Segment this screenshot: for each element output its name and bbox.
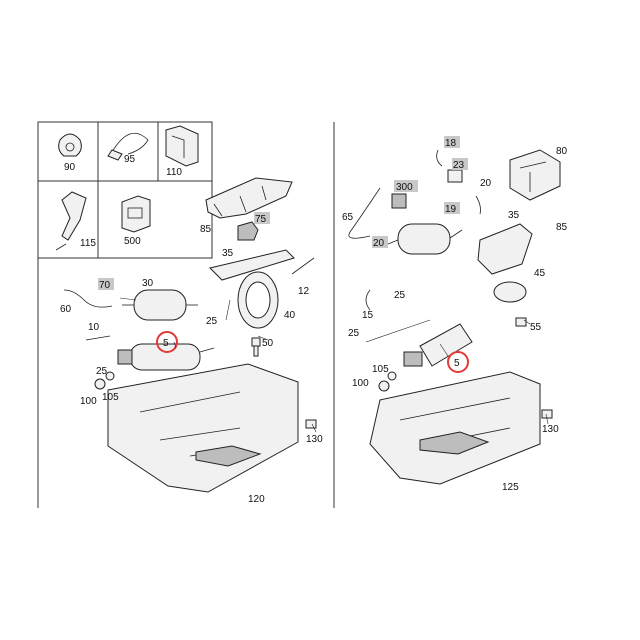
right-fuel-tray — [369, 371, 541, 485]
right-fuel-filter — [387, 223, 463, 255]
left-callout-ring — [156, 331, 178, 353]
right-label-15: 15 — [362, 310, 374, 321]
left-label-130: 130 — [306, 434, 323, 445]
right-label-23: 23 — [453, 160, 465, 171]
right-bracket-80 — [509, 149, 561, 201]
right-label-300: 300 — [396, 182, 413, 193]
left-label-25-a: 25 — [206, 316, 218, 327]
left-label-70: 70 — [99, 280, 111, 291]
left-bolt-50 — [251, 337, 261, 357]
left-label-5: 5 — [163, 338, 169, 349]
right-callout-ring — [447, 351, 469, 373]
left-label-25-b: 25 — [96, 366, 108, 377]
left-hose-12 — [291, 257, 315, 275]
right-bolt-55 — [515, 317, 527, 327]
legend-label-110: 110 — [166, 167, 182, 178]
legend-box: 90 95 110 115 500 — [37, 121, 213, 259]
left-fuel-tray — [107, 363, 299, 493]
right-nut-100 — [378, 380, 390, 392]
left-label-100: 100 — [80, 396, 97, 407]
right-label-55: 55 — [530, 322, 542, 333]
right-label-18: 18 — [445, 138, 457, 149]
right-label-130: 130 — [542, 424, 559, 435]
right-nut-105 — [387, 371, 397, 381]
right-hose-65 — [348, 187, 381, 239]
right-clamp-ring — [493, 281, 527, 303]
right-label-125: 125 — [502, 482, 519, 493]
right-bolt-130 — [541, 409, 553, 419]
right-label-100: 100 — [352, 378, 369, 389]
left-fuel-filter — [122, 289, 198, 321]
right-label-85: 85 — [556, 222, 568, 233]
right-hose-18 — [436, 149, 443, 167]
right-label-20-b: 20 — [373, 238, 385, 249]
right-label-25-a: 25 — [394, 290, 406, 301]
right-label-5: 5 — [454, 358, 460, 369]
right-label-35: 35 — [508, 210, 520, 221]
right-fuel-pump — [403, 323, 473, 367]
right-label-105: 105 — [372, 364, 389, 375]
left-label-10: 10 — [88, 322, 100, 333]
right-label-45: 45 — [534, 268, 546, 279]
right-hose-20 — [475, 195, 481, 215]
bracket-115-icon — [55, 191, 87, 251]
legend-label-500: 500 — [124, 236, 141, 247]
left-label-105: 105 — [102, 392, 119, 403]
left-fuel-pump — [117, 343, 215, 371]
right-label-80: 80 — [556, 146, 568, 157]
right-label-19: 19 — [445, 204, 457, 215]
left-assembly: 85 75 35 30 70 60 25 40 12 10 5 25 50 10… — [60, 177, 323, 505]
right-assembly: 18 23 300 20 65 19 80 35 85 20 25 45 15 … — [342, 136, 568, 493]
left-nut-100 — [94, 378, 106, 390]
left-label-40: 40 — [284, 310, 296, 321]
left-label-30: 30 — [142, 278, 154, 289]
right-hose-15 — [365, 289, 371, 311]
left-label-35: 35 — [222, 248, 234, 259]
legend-label-115: 115 — [80, 238, 96, 249]
right-label-25-b: 25 — [348, 328, 360, 339]
left-label-75: 75 — [255, 214, 267, 225]
left-tray-recess — [195, 445, 262, 467]
right-sensor-300 — [391, 193, 407, 209]
right-bracket-45 — [477, 223, 533, 275]
left-label-120: 120 — [248, 494, 265, 505]
left-label-12: 12 — [298, 286, 310, 297]
right-tray-recess — [419, 431, 490, 455]
left-hose-60 — [63, 289, 113, 308]
left-hose-10 — [85, 335, 111, 341]
left-nut-105 — [105, 371, 115, 381]
left-bolt-130 — [305, 419, 317, 429]
clip-500-icon — [121, 195, 151, 233]
left-mount-35 — [237, 221, 259, 241]
right-connector-23 — [447, 169, 463, 183]
left-bracket-40 — [209, 249, 295, 281]
right-label-20-a: 20 — [480, 178, 492, 189]
left-top-bracket — [205, 177, 293, 219]
strap-95-icon — [107, 132, 149, 161]
left-label-50: 50 — [262, 338, 274, 349]
legend-label-90: 90 — [64, 162, 76, 173]
left-label-85: 85 — [200, 224, 212, 235]
clip-90-icon — [58, 133, 82, 157]
right-label-65: 65 — [342, 212, 354, 223]
left-label-60: 60 — [60, 304, 72, 315]
bracket-110-icon — [165, 125, 199, 167]
legend-label-95: 95 — [124, 154, 136, 165]
